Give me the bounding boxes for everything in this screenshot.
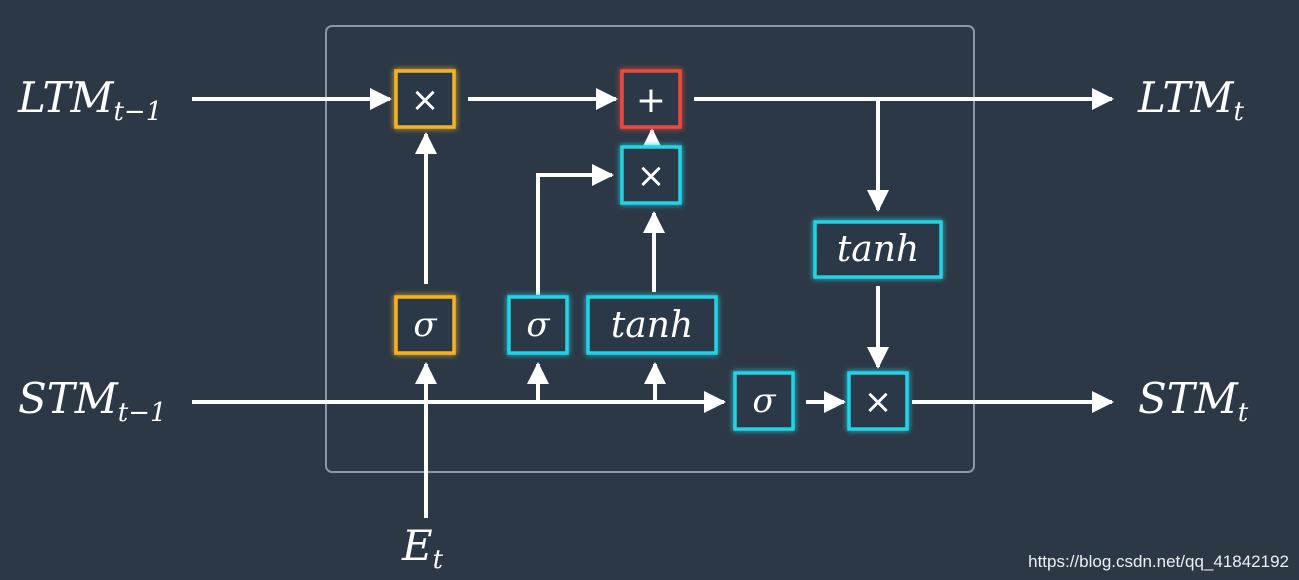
watermark-url: https://blog.csdn.net/qq_41842192 [1028, 552, 1289, 571]
use-sigma-node: σ [733, 371, 795, 431]
forget-sigma-symbol: σ [413, 305, 437, 345]
learn-tanh-node: tanh [586, 295, 718, 355]
forget-multiply-symbol: × [411, 80, 440, 120]
forget-sigma-node: σ [394, 295, 456, 355]
add-node: + [620, 69, 682, 129]
use-multiply-node: × [847, 371, 909, 431]
ltm-input-label: LTMt−1 [17, 73, 162, 127]
learn-multiply-node: × [620, 145, 682, 205]
sigma-to-learn-multiply-arrow [536, 164, 614, 295]
learn-sigma-symbol: σ [526, 305, 550, 345]
use-tanh-label: tanh [837, 229, 919, 270]
use-sigma-symbol: σ [752, 381, 776, 421]
learn-tanh-label: tanh [611, 305, 693, 346]
learn-sigma-node: σ [507, 295, 569, 355]
use-tanh-node: tanh [813, 220, 943, 279]
learn-multiply-symbol: × [637, 156, 666, 196]
add-symbol: + [636, 80, 666, 121]
use-multiply-symbol: × [864, 382, 893, 422]
forget-multiply-node: × [394, 69, 456, 129]
stm-output-label: STMt [1138, 374, 1249, 428]
stm-input-label: STMt−1 [18, 374, 167, 428]
cell-frame [325, 25, 975, 473]
event-input-label: Et [401, 521, 444, 575]
ltm-output-label: LTMt [1137, 73, 1244, 127]
